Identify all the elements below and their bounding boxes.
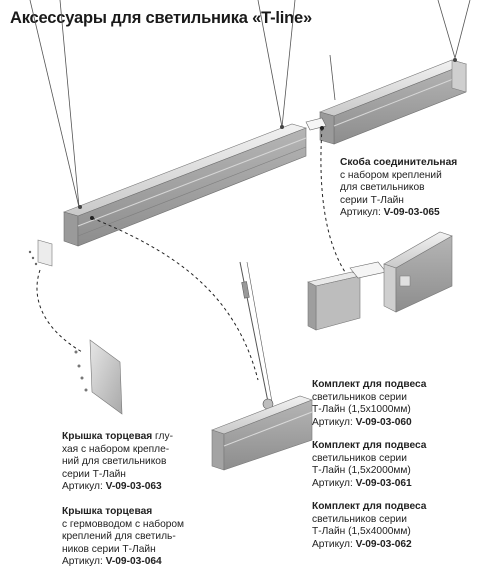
suspension-detail-illustration	[211, 261, 313, 471]
suspension-kit-line: светильников серии	[312, 452, 407, 464]
end-cap-blind-illustration	[28, 239, 53, 267]
end-cap-gland-line: с гермовводом с набором	[62, 518, 185, 530]
end-cap-blind-line: хая с набором крепле-	[62, 443, 170, 455]
luminaire-profile-right	[319, 58, 467, 145]
cable-right-3	[329, 54, 336, 101]
cable-middle-2	[281, 0, 296, 128]
end-cap-blind-line: серии Т-Лайн	[62, 468, 126, 480]
callout-endcap	[36, 269, 83, 353]
end-cap-blind-article: Артикул: V-09-03-063	[62, 481, 162, 493]
end-cap-gland-illustration	[74, 339, 123, 415]
connector-line-1: с набором креплений	[340, 169, 442, 181]
end-cap-gland-line: креплений для светиль-	[62, 531, 176, 543]
suspension-kit-line: Т-Лайн (1,5х4000мм)	[312, 526, 411, 538]
page-title: Аксессуары для светильника «T-line»	[10, 9, 312, 27]
suspension-kit-article-code: V-09-03-060	[355, 416, 412, 428]
suspension-kit-line: Т-Лайн (1,5х1000мм)	[312, 404, 411, 416]
end-cap-blind-line: ний для светильников	[62, 456, 167, 468]
cable-right-2	[454, 0, 471, 59]
suspension-kit-line: Т-Лайн (1,5х2000мм)	[312, 465, 411, 477]
suspension-kit-article: Артикул: V-09-03-061	[312, 477, 412, 489]
end-cap-blind-article-code: V-09-03-063	[105, 481, 162, 493]
end-cap-blind-title: Крышка торцевая глу-	[62, 431, 173, 442]
end-cap-gland-article-code: V-09-03-064	[105, 556, 162, 568]
suspension-kit-caption-1: Комплект для подвеса светильников серии …	[312, 379, 426, 429]
end-cap-gland-caption: Крышка торцевая с гермовводом с набором …	[62, 506, 184, 569]
connector-line-2: для светильников	[340, 182, 425, 194]
suspension-kit-article: Артикул: V-09-03-062	[312, 538, 412, 550]
suspension-kit-caption-3: Комплект для подвеса светильников серии …	[312, 501, 426, 551]
connector-detail-illustration	[307, 231, 453, 331]
cable-left-2	[59, 0, 80, 208]
suspension-kit-name: Комплект для подвеса	[312, 440, 427, 451]
callout-connector	[320, 127, 346, 273]
suspension-kit-article-code: V-09-03-061	[355, 477, 412, 489]
suspension-kit-name: Комплект для подвеса	[312, 379, 427, 390]
end-cap-gland-line: ников серии Т-Лайн	[62, 543, 156, 555]
cable-middle	[257, 0, 283, 128]
connector-article-code: V-09-03-065	[383, 207, 440, 219]
cable-right	[437, 0, 456, 59]
suspension-kit-caption-2: Комплект для подвеса светильников серии …	[312, 440, 426, 490]
suspension-kit-article-code: V-09-03-062	[355, 538, 412, 550]
connector-caption: Скоба соединительная с набором креплений…	[340, 157, 457, 220]
suspension-kit-line: светильников серии	[312, 513, 407, 525]
cable-left	[29, 0, 80, 208]
suspension-kit-line: светильников серии	[312, 391, 407, 403]
callout-suspension	[91, 217, 259, 381]
luminaire-profile-main	[63, 123, 307, 247]
end-cap-gland-article: Артикул: V-09-03-064	[62, 556, 162, 568]
suspension-kit-name: Комплект для подвеса	[312, 501, 427, 512]
end-cap-gland-name: Крышка торцевая	[62, 506, 153, 517]
suspension-kit-article: Артикул: V-09-03-060	[312, 416, 412, 428]
end-cap-blind-caption: Крышка торцевая глу- хая с набором крепл…	[62, 431, 173, 494]
connector-article: Артикул: V-09-03-065	[340, 207, 440, 219]
connector-name: Скоба соединительная	[340, 157, 458, 168]
connector-line-3: серии Т-Лайн	[340, 194, 404, 206]
